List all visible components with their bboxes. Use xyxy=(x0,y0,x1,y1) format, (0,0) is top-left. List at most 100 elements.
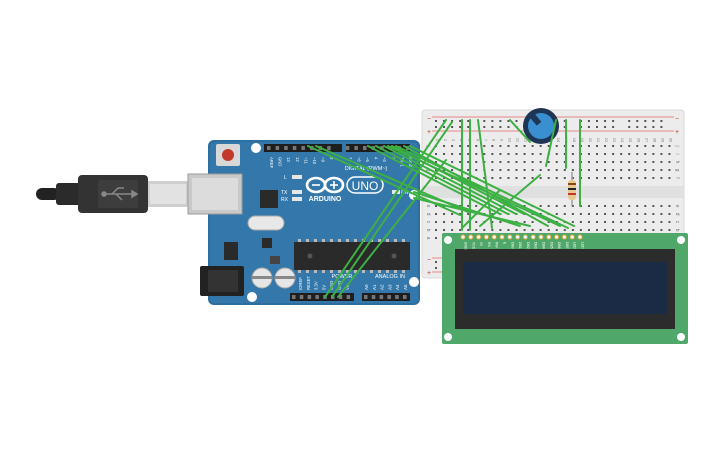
breadboard-hole[interactable] xyxy=(555,229,558,231)
breadboard-hole[interactable] xyxy=(604,120,607,122)
breadboard-hole[interactable] xyxy=(620,153,623,155)
breadboard-hole[interactable] xyxy=(636,177,639,179)
wire[interactable] xyxy=(545,119,557,167)
breadboard-hole[interactable] xyxy=(467,153,470,155)
breadboard-hole[interactable] xyxy=(435,161,437,163)
breadboard-hole[interactable] xyxy=(668,213,671,215)
breadboard-hole[interactable] xyxy=(644,177,647,179)
breadboard-hole[interactable] xyxy=(467,169,470,171)
breadboard-hole[interactable] xyxy=(499,145,502,147)
breadboard-hole[interactable] xyxy=(467,229,470,231)
breadboard-hole[interactable] xyxy=(636,120,639,122)
header-pin[interactable] xyxy=(363,146,367,150)
breadboard-hole[interactable] xyxy=(563,177,566,179)
breadboard-hole[interactable] xyxy=(652,120,655,122)
breadboard-hole[interactable] xyxy=(668,229,671,231)
breadboard-hole[interactable] xyxy=(612,145,615,147)
breadboard-hole[interactable] xyxy=(587,177,590,179)
breadboard-hole[interactable] xyxy=(604,161,607,163)
breadboard-hole[interactable] xyxy=(563,126,566,128)
breadboard-hole[interactable] xyxy=(563,153,566,155)
breadboard-hole[interactable] xyxy=(523,205,526,207)
potentiometer[interactable] xyxy=(523,108,559,144)
breadboard-hole[interactable] xyxy=(459,126,462,128)
breadboard-hole[interactable] xyxy=(587,126,590,128)
wire[interactable] xyxy=(337,159,447,298)
breadboard-hole[interactable] xyxy=(547,177,550,179)
breadboard-hole[interactable] xyxy=(531,145,534,147)
wire[interactable] xyxy=(461,189,501,229)
breadboard-hole[interactable] xyxy=(612,153,615,155)
breadboard-hole[interactable] xyxy=(483,145,486,147)
breadboard-hole[interactable] xyxy=(596,205,598,207)
breadboard-hole[interactable] xyxy=(491,145,494,147)
breadboard-hole[interactable] xyxy=(660,177,663,179)
breadboard-hole[interactable] xyxy=(612,169,615,171)
breadboard-hole[interactable] xyxy=(539,205,542,207)
breadboard-hole[interactable] xyxy=(507,126,510,128)
header-pin[interactable] xyxy=(338,295,343,299)
breadboard-hole[interactable] xyxy=(563,213,566,215)
breadboard-hole[interactable] xyxy=(435,267,437,269)
breadboard-hole[interactable] xyxy=(435,261,437,263)
breadboard-hole[interactable] xyxy=(491,169,494,171)
breadboard-hole[interactable] xyxy=(660,229,663,231)
breadboard-hole[interactable] xyxy=(491,177,494,179)
breadboard-hole[interactable] xyxy=(660,120,663,122)
breadboard-hole[interactable] xyxy=(620,205,623,207)
breadboard-hole[interactable] xyxy=(507,229,510,231)
breadboard-hole[interactable] xyxy=(636,126,639,128)
breadboard-hole[interactable] xyxy=(555,153,558,155)
breadboard-hole[interactable] xyxy=(628,161,631,163)
wire[interactable] xyxy=(477,119,493,229)
breadboard-hole[interactable] xyxy=(579,229,582,231)
header-pin[interactable] xyxy=(292,295,296,299)
breadboard-hole[interactable] xyxy=(587,169,590,171)
breadboard-hole[interactable] xyxy=(531,221,534,223)
breadboard-hole[interactable] xyxy=(507,145,510,147)
breadboard-hole[interactable] xyxy=(443,120,446,122)
breadboard-hole[interactable] xyxy=(652,229,655,231)
breadboard-hole[interactable] xyxy=(443,145,446,147)
breadboard-hole[interactable] xyxy=(636,161,639,163)
header-pin[interactable] xyxy=(292,146,297,150)
breadboard-hole[interactable] xyxy=(571,153,574,155)
breadboard-hole[interactable] xyxy=(636,145,639,147)
breadboard-hole[interactable] xyxy=(539,145,542,147)
breadboard-hole[interactable] xyxy=(668,169,671,171)
breadboard-hole[interactable] xyxy=(467,205,470,207)
breadboard-hole[interactable] xyxy=(571,161,574,163)
breadboard-hole[interactable] xyxy=(604,205,607,207)
header-pin[interactable] xyxy=(299,295,304,299)
breadboard-hole[interactable] xyxy=(668,177,671,179)
wire[interactable] xyxy=(324,119,447,298)
breadboard-hole[interactable] xyxy=(571,205,574,207)
breadboard-hole[interactable] xyxy=(499,161,502,163)
breadboard-hole[interactable] xyxy=(563,120,566,122)
lcd-pin[interactable] xyxy=(507,234,513,240)
breadboard-hole[interactable] xyxy=(652,153,655,155)
breadboard-hole[interactable] xyxy=(563,169,566,171)
breadboard-hole[interactable] xyxy=(451,126,454,128)
breadboard-hole[interactable] xyxy=(628,213,631,215)
breadboard-hole[interactable] xyxy=(604,213,607,215)
breadboard-hole[interactable] xyxy=(459,153,462,155)
breadboard-hole[interactable] xyxy=(499,177,502,179)
breadboard-hole[interactable] xyxy=(596,177,598,179)
lcd-pin[interactable] xyxy=(499,234,505,240)
breadboard-hole[interactable] xyxy=(555,161,558,163)
breadboard-hole[interactable] xyxy=(555,205,558,207)
breadboard-hole[interactable] xyxy=(652,126,655,128)
lcd-pin[interactable] xyxy=(514,234,521,240)
header-pin[interactable] xyxy=(387,295,391,299)
breadboard-hole[interactable] xyxy=(499,221,502,223)
wire[interactable] xyxy=(409,145,575,227)
breadboard-hole[interactable] xyxy=(644,205,647,207)
breadboard-hole[interactable] xyxy=(596,120,598,122)
breadboard-hole[interactable] xyxy=(475,169,478,171)
breadboard-hole[interactable] xyxy=(644,229,647,231)
breadboard-hole[interactable] xyxy=(612,161,615,163)
wire[interactable] xyxy=(413,197,531,227)
breadboard-hole[interactable] xyxy=(652,205,655,207)
